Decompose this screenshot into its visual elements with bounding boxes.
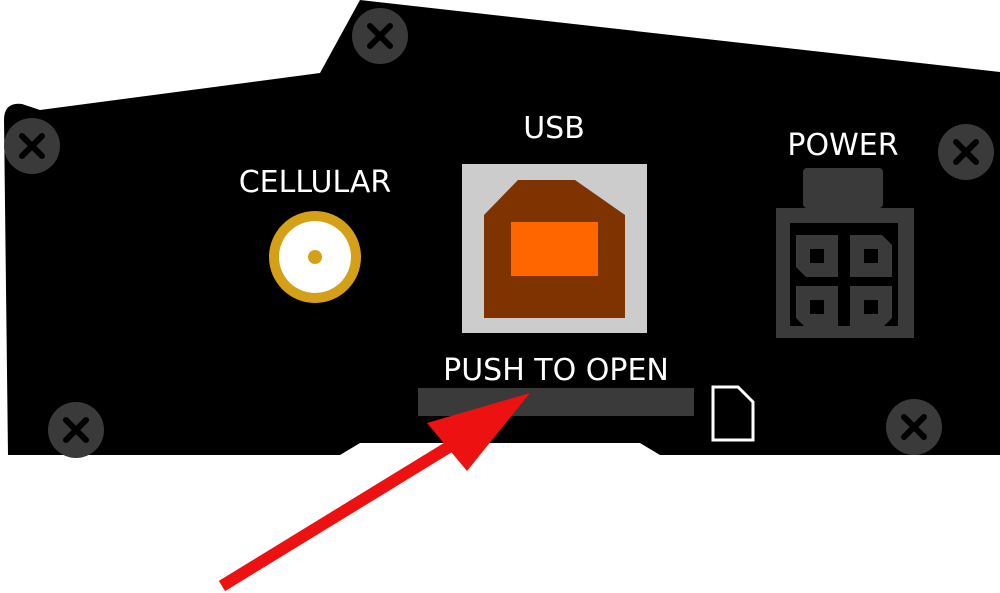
power-pin-2 bbox=[850, 235, 892, 277]
power-pin-1 bbox=[796, 235, 838, 277]
usb-label: USB bbox=[523, 111, 585, 146]
screw-top-center-icon bbox=[352, 8, 408, 64]
sd-card-icon bbox=[711, 385, 755, 442]
molex-4pin-icon[interactable] bbox=[776, 168, 914, 338]
power-label: POWER bbox=[787, 128, 898, 163]
power-pin-3 bbox=[796, 286, 838, 328]
sma-connector-icon[interactable] bbox=[269, 211, 361, 303]
screw-top-left-icon bbox=[4, 118, 60, 174]
sd-slot-label: PUSH TO OPEN bbox=[443, 353, 669, 388]
sd-card-slot[interactable] bbox=[418, 388, 694, 416]
usb-b-port-icon[interactable] bbox=[462, 164, 647, 333]
cellular-label: CELLULAR bbox=[239, 165, 392, 200]
screw-top-right-icon bbox=[938, 124, 994, 180]
power-pin-4 bbox=[850, 286, 892, 328]
screw-bottom-left-icon bbox=[48, 402, 104, 458]
red-arrow-icon bbox=[218, 393, 530, 592]
screw-bottom-right-icon bbox=[886, 399, 942, 455]
